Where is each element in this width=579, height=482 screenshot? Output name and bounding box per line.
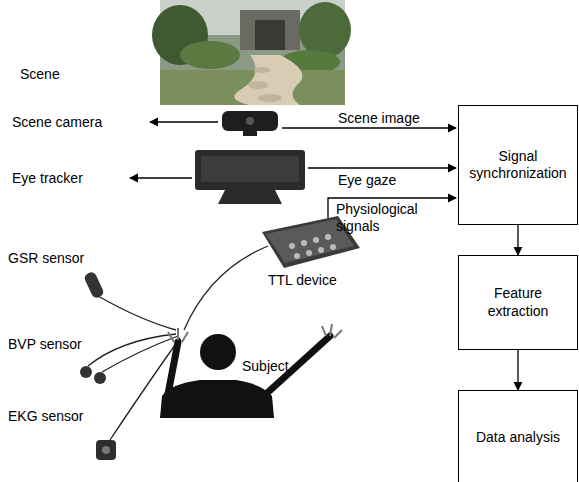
text-label: Physiological signals <box>336 201 431 235</box>
text-label: GSR sensor <box>8 250 84 267</box>
text-label: BVP sensor <box>8 336 82 353</box>
text-label: TTL device <box>268 272 337 289</box>
text-label: Scene <box>20 66 60 83</box>
process-box: Signal synchronization <box>458 105 578 225</box>
text-label: EKG sensor <box>8 408 83 425</box>
process-box: Data analysis <box>458 390 578 482</box>
box-text: Signal synchronization <box>465 148 571 183</box>
text-label: Scene image <box>338 110 420 127</box>
box-text: Feature extraction <box>465 285 571 320</box>
subject-silhouette <box>160 324 342 418</box>
camera-icon <box>222 111 278 136</box>
eye-tracker-icon <box>195 150 305 204</box>
flow-arrow <box>517 225 518 255</box>
text-label: Eye gaze <box>338 172 396 189</box>
text-label: Eye tracker <box>12 170 83 187</box>
flow-arrow <box>517 350 518 390</box>
scene-photo <box>152 0 351 105</box>
process-box: Feature extraction <box>458 255 578 350</box>
text-label: Scene camera <box>12 114 102 131</box>
box-text: Data analysis <box>476 429 560 447</box>
sensor-icons <box>80 271 116 460</box>
text-label: Subject <box>242 358 289 375</box>
